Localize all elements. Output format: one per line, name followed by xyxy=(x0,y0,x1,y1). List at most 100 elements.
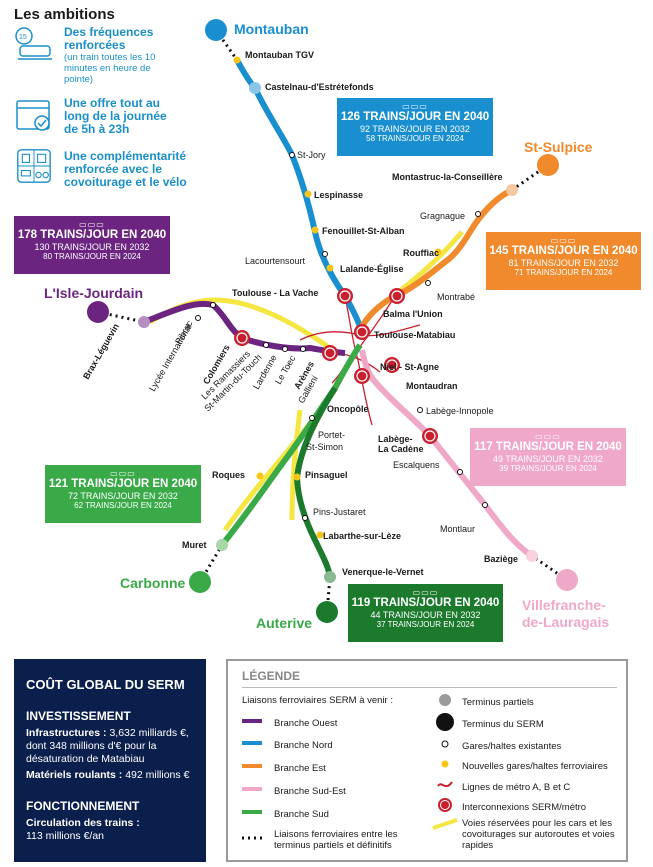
materiels-text: Matériels roulants : 492 millions € xyxy=(26,769,202,782)
box-sudest-2040: 117 TRAINS/JOUR EN 2040 xyxy=(474,441,622,453)
legend-subtitle: Liaisons ferroviaires SERM à venir : xyxy=(242,695,393,706)
circ-value: 113 millions €/an xyxy=(26,830,105,842)
legend-gares: Gares/haltes existantes xyxy=(462,741,562,752)
box-sud-2032: 44 TRAINS/JOUR EN 2032 xyxy=(370,610,481,620)
legend-graphics xyxy=(242,694,458,840)
label-escalquens: Escalquens xyxy=(393,460,440,470)
train-icon: ▭▭▭ xyxy=(402,102,428,111)
legend-panel: LÉGENDE Liaisons ferroviaires SERM à ven… xyxy=(226,659,628,862)
legend-sud: Branche Sud xyxy=(274,809,329,820)
label-stsulpice: St-Sulpice xyxy=(524,139,593,155)
partial-muret[interactable] xyxy=(216,539,228,551)
box-est-2040: 145 TRAINS/JOUR EN 2040 xyxy=(489,245,638,257)
label-montaudran: Montaudran xyxy=(406,381,458,391)
branche-sud-carbonne xyxy=(219,343,363,547)
legend-metro: Lignes de métro A, B et C xyxy=(462,782,571,793)
label-labarthe: Labarthe-sur-Lèze xyxy=(323,531,401,541)
legend-nouvelles: Nouvelles gares/haltes ferroviaires xyxy=(462,761,608,772)
box-nord: ▭▭▭ 126 TRAINS/JOUR EN 2040 92 TRAINS/JO… xyxy=(337,98,493,156)
circ-label: Circulation des trains : xyxy=(26,817,140,829)
label-venerque: Venerque-le-Vernet xyxy=(342,567,424,577)
label-pins-justaret: Pins-Justaret xyxy=(313,507,366,517)
new-stations xyxy=(233,56,442,539)
label-lisle: L'Isle-Jourdain xyxy=(44,285,143,301)
fonctionnement-title: FONCTIONNEMENT xyxy=(26,799,140,813)
label-oncopole: Oncopôle xyxy=(327,404,369,414)
box-est: ▭▭▭ 145 TRAINS/JOUR EN 2040 81 TRAINS/JO… xyxy=(486,232,641,290)
label-labege-cadene1: Labège- xyxy=(378,434,413,444)
branche-est xyxy=(357,187,514,332)
ambition-1-text: Des fréquences renforcées xyxy=(64,25,154,52)
icon-15-label: 15 xyxy=(19,34,27,41)
metro-interconnections[interactable] xyxy=(234,288,438,444)
branche-sud-auterive xyxy=(293,386,338,578)
label-carbonne: Carbonne xyxy=(120,575,186,591)
legend-sudest: Branche Sud-Est xyxy=(274,786,346,797)
label-pinsaguel: Pinsaguel xyxy=(305,470,348,480)
voie-reservee-sud2 xyxy=(289,409,303,521)
legend-est: Branche Est xyxy=(274,763,326,774)
label-lespinasse: Lespinasse xyxy=(314,190,363,200)
label-montrabe: Montrabé xyxy=(437,292,475,302)
ambitions-title: Les ambitions xyxy=(14,6,115,23)
label-muret: Muret xyxy=(182,540,207,550)
label-castelnau: Castelnau-d'Estrétefonds xyxy=(265,82,374,92)
partial-castelnau[interactable] xyxy=(249,82,261,94)
partial-montastruc[interactable] xyxy=(506,184,518,196)
ambition-1-note: (un train toutes les 10 minutes en heure… xyxy=(64,52,156,85)
legend-ouest: Branche Ouest xyxy=(274,718,338,729)
label-portet2: St-Simon xyxy=(306,442,343,452)
terminus-montauban[interactable] xyxy=(205,19,227,41)
box-nord-2040: 126 TRAINS/JOUR EN 2040 xyxy=(340,111,490,123)
box-ouest: ▭▭▭ 178 TRAINS/JOUR EN 2040 130 TRAINS/J… xyxy=(14,216,170,274)
legend-voies: Voies réservées pour les cars et les cov… xyxy=(462,818,615,851)
box-carbonne-2024: 62 TRAINS/JOUR EN 2024 xyxy=(74,501,172,510)
legend-nord: Branche Nord xyxy=(274,740,333,751)
ambition-complementarite: Une complémentarité renforcée avec le co… xyxy=(64,149,187,189)
box-ouest-2040: 178 TRAINS/JOUR EN 2040 xyxy=(17,229,167,241)
train-icon: ▭▭▭ xyxy=(550,236,577,245)
cost-title: COÛT GLOBAL DU SERM xyxy=(26,677,185,692)
label-baziege: Baziège xyxy=(484,554,518,564)
legend-title: LÉGENDE xyxy=(242,669,301,683)
box-sudest-2032: 49 TRAINS/JOUR EN 2032 xyxy=(493,454,603,464)
label-lalande: Lalande-Église xyxy=(340,264,404,274)
label-rouffiac: Rouffiac xyxy=(403,248,439,258)
investissement-title: INVESTISSEMENT xyxy=(26,709,131,723)
label-montastruc: Montastruc-la-Conseillère xyxy=(392,172,503,182)
box-carbonne-2032: 72 TRAINS/JOUR EN 2032 xyxy=(68,491,178,501)
terminus-auterive[interactable] xyxy=(316,601,338,623)
infra-text: Infrastructures : 3,632 milliards €, don… xyxy=(26,727,202,766)
label-montauban: Montauban xyxy=(234,21,309,37)
box-carbonne-2040: 121 TRAINS/JOUR EN 2040 xyxy=(48,478,198,490)
legend-term-partiels: Terminus partiels xyxy=(462,697,534,708)
partial-brax[interactable] xyxy=(138,316,150,328)
box-est-2032: 81 TRAINS/JOUR EN 2032 xyxy=(508,258,619,268)
label-montauban-tgv: Montauban TGV xyxy=(245,50,314,60)
terminus-lisle[interactable] xyxy=(87,301,109,323)
label-roques: Roques xyxy=(212,470,245,480)
cost-panel: COÛT GLOBAL DU SERM INVESTISSEMENT Infra… xyxy=(14,659,206,862)
label-st-jory: St-Jory xyxy=(297,150,326,160)
box-ouest-2032: 130 TRAINS/JOUR EN 2032 xyxy=(34,242,150,252)
train-icon: ▭▭▭ xyxy=(535,432,561,441)
existing-stations xyxy=(195,152,488,521)
terminus-carbonne[interactable] xyxy=(189,571,211,593)
legend-dotted: Liaisons ferroviaires entre les terminus… xyxy=(274,829,398,851)
label-vache: Toulouse - La Vache xyxy=(232,288,318,298)
label-gragnague: Gragnague xyxy=(420,211,465,221)
label-montlaur: Montlaur xyxy=(440,524,475,534)
terminus-villefranche[interactable] xyxy=(556,569,578,591)
partial-baziege[interactable] xyxy=(526,550,538,562)
legend-term-serm: Terminus du SERM xyxy=(462,719,544,730)
partial-venerque[interactable] xyxy=(324,571,336,583)
box-sud: ▭▭▭ 119 TRAINS/JOUR EN 2040 44 TRAINS/JO… xyxy=(348,584,503,642)
label-labege-innopole: Labège-Innopole xyxy=(426,406,494,416)
label-portet1: Portet- xyxy=(318,430,345,440)
label-lacourtensourt: Lacourtensourt xyxy=(245,256,306,266)
terminus-stsulpice[interactable] xyxy=(537,154,559,176)
mat-label: Matériels roulants : xyxy=(26,769,123,781)
train-frequency-icon: 15 xyxy=(15,27,52,60)
train-icon: ▭▭▭ xyxy=(110,469,136,478)
